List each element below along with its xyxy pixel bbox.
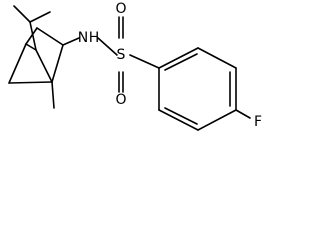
bond-aryl-1-inner xyxy=(164,53,198,71)
atom-label-fluorine: F xyxy=(254,114,262,130)
atom-label-hydrogen: H xyxy=(89,30,100,46)
bond-ring-5 xyxy=(25,27,38,45)
atom-label-oxygen-bottom: O xyxy=(115,92,126,108)
chemical-structure-diagram: N H S O O F xyxy=(8,1,262,131)
bond-c-f xyxy=(235,109,251,119)
fluorophenyl-ring-bonds xyxy=(158,47,251,131)
bond-methyl-top-right xyxy=(29,11,51,23)
bond-methyl-top-left xyxy=(13,5,31,23)
bond-bridge-c xyxy=(29,21,37,51)
bond-n-s xyxy=(97,37,118,56)
bond-aryl-5-inner xyxy=(164,107,198,125)
bicyclic-ring-bonds xyxy=(8,5,64,109)
bond-methyl-bottom xyxy=(51,81,55,109)
bond-c-n xyxy=(62,37,80,46)
bond-bridge-a xyxy=(25,43,37,51)
atom-label-oxygen-top: O xyxy=(115,1,126,17)
bond-ring-3 xyxy=(51,44,64,83)
bond-aryl-4 xyxy=(197,109,237,131)
bond-s-aryl xyxy=(129,54,160,69)
bond-bridge-b xyxy=(35,49,53,83)
bond-aryl-2 xyxy=(197,47,237,69)
bond-ring-2 xyxy=(8,81,53,84)
bond-ring-4 xyxy=(36,27,64,46)
bond-aryl-1 xyxy=(158,47,199,69)
atom-label-nitrogen: N xyxy=(78,30,88,46)
bond-ring-1 xyxy=(8,43,27,84)
bond-aryl-5 xyxy=(158,109,199,131)
atom-label-sulfur: S xyxy=(117,47,126,63)
sulfonamide-bonds xyxy=(62,16,160,93)
